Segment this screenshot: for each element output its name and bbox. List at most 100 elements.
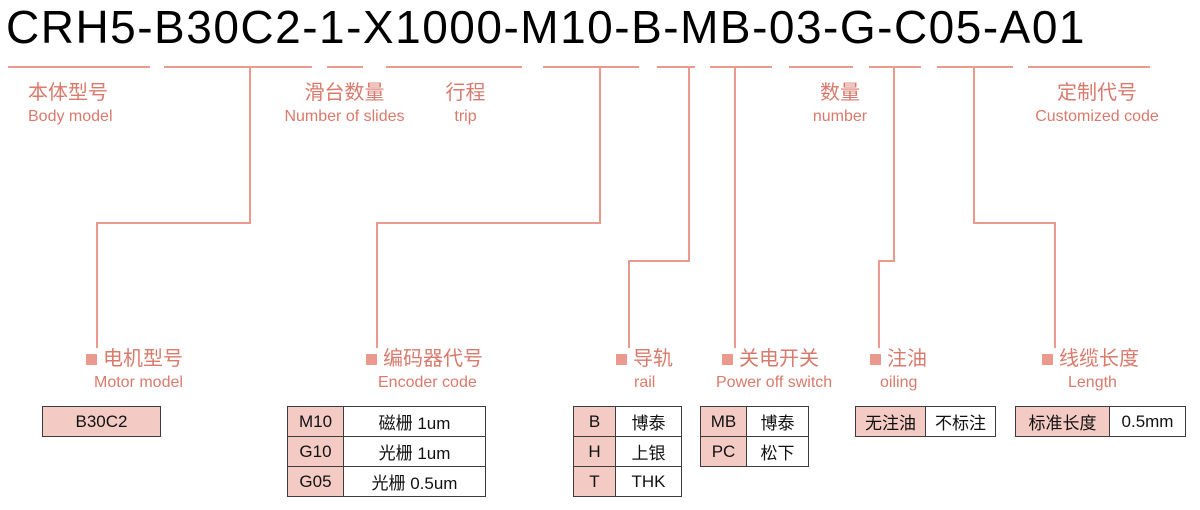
label-motor-model-zh: 电机型号 [103,348,183,370]
label-power-off-switch-en: Power off switch [716,374,833,391]
label-rail-en: rail [634,374,656,391]
label-number-of-slides-en: Number of slides [284,108,405,125]
underline-slides [327,66,363,68]
label-oiling-zh: 注油 [887,348,927,370]
underline-number [789,66,853,68]
oiling-table: 无注油 不标注 [855,406,996,437]
connector-power-switch-v [734,68,736,348]
desc-cell: 博泰 [615,406,682,437]
desc-cell: THK [615,466,682,497]
underline-encoder [543,66,639,68]
underline-oiling [869,66,921,68]
underline-cable-length [937,66,1013,68]
motor-model-table: B30C2 [42,406,161,437]
table-row: G10 光栅 1um [287,436,486,467]
code-cell: H [573,436,616,467]
desc-cell: 松下 [746,436,809,467]
table-row: B30C2 [42,406,161,437]
connector-motor-h [96,222,251,224]
code-cell: T [573,466,616,497]
label-motor-model: 电机型号 Motor model [86,346,183,394]
table-row: T THK [573,466,682,497]
code-cell: 无注油 [855,406,926,437]
label-rail-zh: 导轨 [633,348,673,370]
table-row: 标准长度 0.5mm [1015,406,1186,437]
bullet-square-icon [86,353,97,365]
bullet-square-icon [1042,353,1053,365]
underline-customized [1028,66,1150,68]
desc-cell: 光栅 1um [343,436,486,467]
table-row: MB 博泰 [700,406,809,437]
desc-cell: 上银 [615,436,682,467]
label-customized-code-zh: 定制代号 [1057,82,1137,104]
code-cell: PC [700,436,747,467]
connector-oiling-v2 [878,260,880,348]
code-cell: G05 [287,466,344,497]
label-encoder-code: 编码器代号 Encoder code [366,346,483,394]
label-number-of-slides-zh: 滑台数量 [304,82,385,104]
underline-rail [657,66,695,68]
label-body-model-zh: 本体型号 [28,82,108,104]
label-oiling: 注油 oiling [870,346,927,394]
rail-table: B 博泰 H 上银 T THK [573,406,682,497]
desc-cell: 光栅 0.5um [343,466,486,497]
power-off-switch-table: MB 博泰 PC 松下 [700,406,809,467]
code-cell: B [573,406,616,437]
model-code-title: CRH5-B30C2-1-X1000-M10-B-MB-03-G-C05-A01 [6,1,1087,53]
label-encoder-code-en: Encoder code [378,374,477,391]
label-number-of-slides: 滑台数量 Number of slides [262,80,427,128]
connector-encoder-v1 [599,68,601,224]
label-trip: 行程 trip [413,80,518,128]
label-cable-length-zh: 线缆长度 [1059,348,1139,370]
bullet-square-icon [366,353,377,365]
underline-motor-model [164,66,312,68]
label-motor-model-en: Motor model [94,374,183,391]
code-cell: B30C2 [42,406,161,437]
connector-encoder-h [376,222,601,224]
desc-cell: 不标注 [925,406,996,437]
underline-body-model [8,66,150,68]
label-number-en: number [812,108,868,125]
underline-power-switch [710,66,772,68]
table-row: PC 松下 [700,436,809,467]
cable-length-table: 标准长度 0.5mm [1015,406,1186,437]
label-cable-length-en: Length [1068,374,1117,391]
code-cell: G10 [287,436,344,467]
label-oiling-en: oiling [880,374,918,391]
label-rail: 导轨 rail [616,346,673,394]
label-number: 数量 number [788,80,892,128]
connector-rail-v1 [688,68,690,262]
label-number-zh: 数量 [820,82,860,104]
connector-rail-h [628,260,690,262]
label-trip-zh: 行程 [445,82,486,104]
label-customized-code: 定制代号 Customized code [1008,80,1186,128]
label-trip-en: trip [454,108,477,125]
bullet-square-icon [722,353,733,365]
connector-motor-v2 [96,222,98,348]
desc-cell: 博泰 [746,406,809,437]
table-row: M10 磁栅 1um [287,406,486,437]
table-row: G05 光栅 0.5um [287,466,486,497]
connector-oiling-h [878,260,895,262]
underline-trip [386,66,522,68]
label-power-off-switch: 关电开关 Power off switch [716,346,832,394]
label-power-off-switch-zh: 关电开关 [739,348,819,370]
table-row: H 上银 [573,436,682,467]
code-cell: MB [700,406,747,437]
label-body-model-en: Body model [28,108,113,125]
label-encoder-code-zh: 编码器代号 [383,348,483,370]
connector-length-v2 [1054,222,1056,348]
connector-length-v1 [973,68,975,224]
desc-cell: 0.5mm [1109,406,1186,437]
connector-oiling-v1 [893,68,895,262]
bullet-square-icon [616,353,627,365]
table-row: 无注油 不标注 [855,406,996,437]
desc-cell: 磁栅 1um [343,406,486,437]
bullet-square-icon [870,353,881,365]
label-cable-length: 线缆长度 Length [1042,346,1139,394]
code-cell: M10 [287,406,344,437]
label-customized-code-en: Customized code [1035,108,1159,125]
encoder-code-table: M10 磁栅 1um G10 光栅 1um G05 光栅 0.5um [287,406,486,497]
table-row: B 博泰 [573,406,682,437]
